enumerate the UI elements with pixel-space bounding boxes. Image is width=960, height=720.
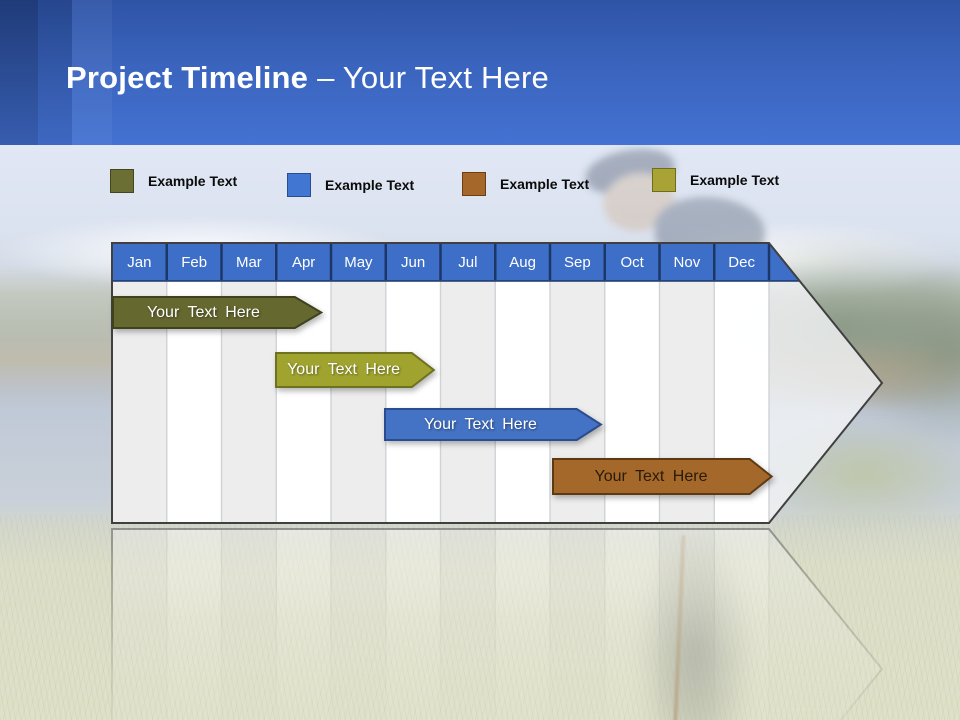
task-bar-3[interactable]: Your Text Here: [384, 408, 603, 441]
legend-item-3[interactable]: Example Text: [462, 172, 589, 196]
task-bar-shape: [275, 352, 436, 388]
legend-item-1[interactable]: Example Text: [110, 169, 237, 193]
header-stripe-medium: [38, 0, 72, 145]
legend-swatch-2: [287, 173, 311, 197]
legend-swatch-1: [110, 169, 134, 193]
task-bar-1[interactable]: Your Text Here: [112, 296, 324, 329]
legend-swatch-4: [652, 168, 676, 192]
legend-swatch-3: [462, 172, 486, 196]
page-title-suffix: – Your Text Here: [317, 60, 549, 95]
header-stripe-light: [72, 0, 112, 145]
month-cell-jun[interactable]: Jun: [401, 253, 426, 271]
legend-label: Example Text: [690, 172, 780, 188]
task-bar-label: Your Text Here: [423, 415, 537, 433]
task-bar-label: Your Text Here: [594, 467, 708, 485]
month-header-row: Jan Feb Mar Apr May Jun Jul Aug Sep Oct Nov Dec: [112, 243, 769, 281]
legend-label: Example Text: [325, 177, 415, 193]
legend-item-2[interactable]: Example Text: [287, 173, 414, 197]
legend-item-4[interactable]: Example Text: [652, 168, 779, 192]
title-bar: Project Timeline– Your Text Here: [0, 0, 960, 145]
walking-stick: [670, 535, 686, 720]
person-legs-shadow: [635, 540, 755, 720]
task-bar-label: Your Text Here: [287, 361, 401, 378]
legend-label: Example Text: [500, 176, 590, 192]
month-cell-jul[interactable]: Jul: [458, 253, 478, 271]
task-bar-shape: [552, 458, 774, 495]
task-bar-shape: [384, 408, 603, 441]
month-cell-sep[interactable]: Sep: [564, 253, 591, 271]
task-bar-2[interactable]: Your Text Here: [275, 352, 436, 388]
month-cell-aug[interactable]: Aug: [509, 253, 536, 271]
page-title-bold: Project Timeline: [66, 60, 309, 95]
month-cell-feb[interactable]: Feb: [181, 253, 208, 271]
page-title[interactable]: Project Timeline– Your Text Here: [66, 60, 549, 96]
month-cell-apr[interactable]: Apr: [291, 253, 316, 271]
month-cell-mar[interactable]: Mar: [235, 253, 262, 271]
month-cell-oct[interactable]: Oct: [620, 253, 644, 271]
grass-texture: [0, 515, 960, 720]
month-cell-jan[interactable]: Jan: [127, 253, 152, 271]
month-cell-dec[interactable]: Dec: [728, 253, 755, 271]
month-cell-may[interactable]: May: [344, 253, 373, 271]
header-stripe-dark: [0, 0, 38, 145]
task-bar-shape: [112, 296, 324, 329]
legend-label: Example Text: [148, 173, 238, 189]
task-bar-4[interactable]: Your Text Here: [552, 458, 774, 495]
month-cell-nov[interactable]: Nov: [673, 253, 701, 271]
task-bar-label: Your Text Here: [146, 303, 260, 321]
